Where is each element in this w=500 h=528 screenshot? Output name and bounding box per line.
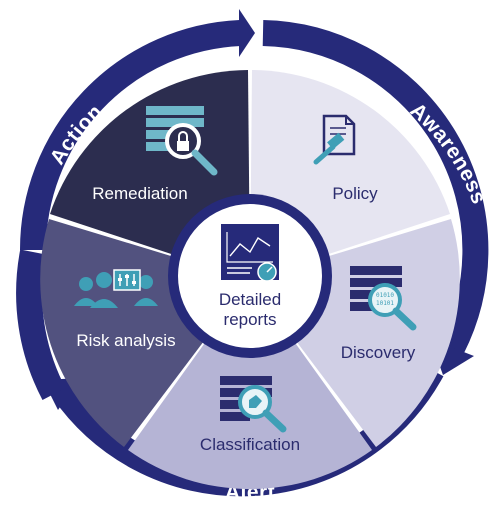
remediation-lock-icon [146, 106, 218, 176]
segment-label-risk-analysis: Risk analysis [76, 331, 175, 350]
segment-label-discovery: Discovery [341, 343, 416, 362]
hub-label-line1: Detailed [219, 290, 281, 309]
ring-arc-right [262, 20, 489, 354]
segment-label-remediation: Remediation [92, 184, 187, 203]
ring-arc-top [19, 20, 241, 251]
segment-label-classification: Classification [200, 435, 300, 454]
classification-tag-icon [220, 376, 287, 433]
hub-detailed-reports[interactable]: Detailed reports [168, 194, 332, 358]
ring-arc-left [16, 249, 66, 401]
segment-label-policy: Policy [332, 184, 378, 203]
report-chart-icon [221, 224, 279, 282]
ring-arrowhead-top [239, 9, 255, 57]
discovery-binary-magnifier-icon: 01010 10101 [350, 266, 417, 331]
hub-label-line2: reports [224, 310, 277, 329]
policy-gavel-icon [313, 114, 356, 165]
svg-text:10101: 10101 [376, 300, 394, 307]
risk-analysis-people-icon [74, 269, 158, 308]
svg-text:01010: 01010 [376, 292, 394, 299]
